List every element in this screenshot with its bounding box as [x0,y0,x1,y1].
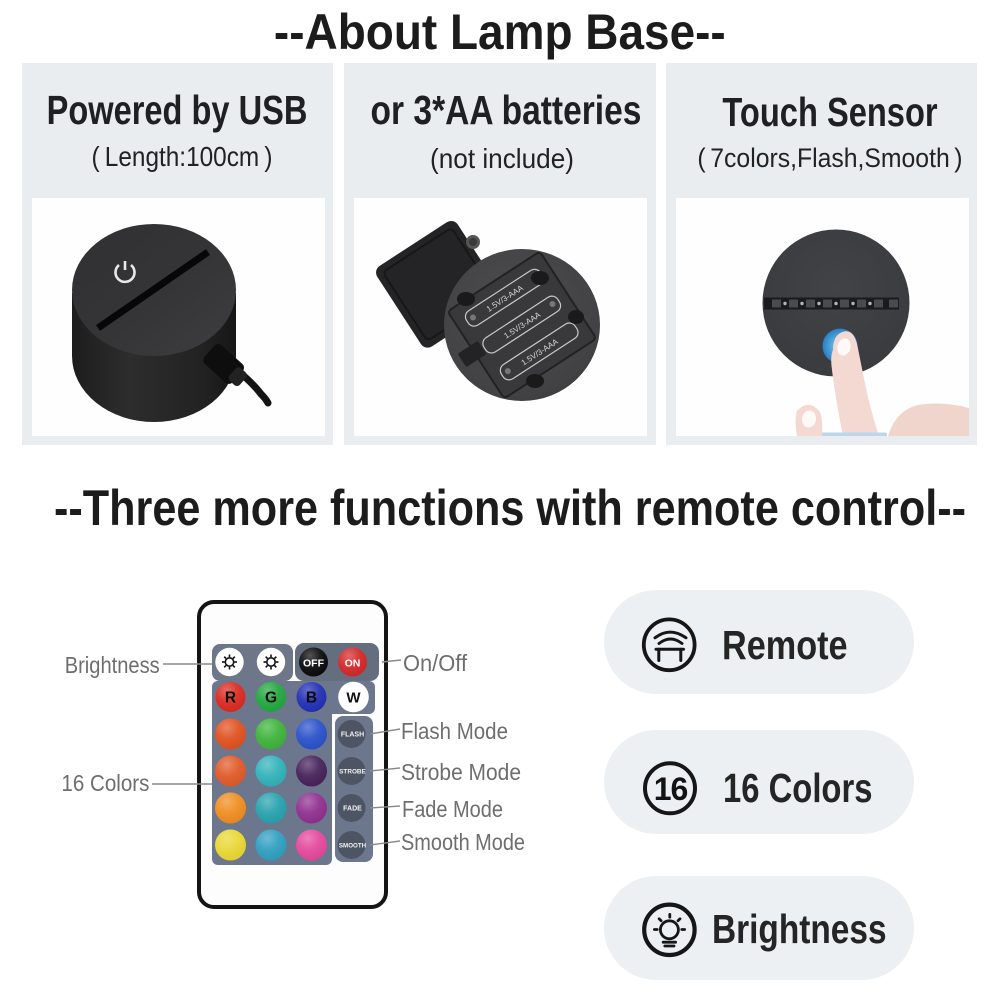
svg-text:R: R [225,690,236,707]
svg-text:G: G [265,690,277,707]
svg-text:B: B [306,690,317,707]
svg-text:FLASH: FLASH [341,732,364,739]
svg-text:ON: ON [345,658,361,670]
svg-text:16: 16 [654,771,688,807]
svg-text:FADE: FADE [343,806,362,813]
svg-text:OFF: OFF [303,658,325,670]
svg-text:SMOOTH: SMOOTH [339,843,367,850]
svg-text:W: W [346,690,361,707]
svg-text:STROBE: STROBE [339,769,366,776]
